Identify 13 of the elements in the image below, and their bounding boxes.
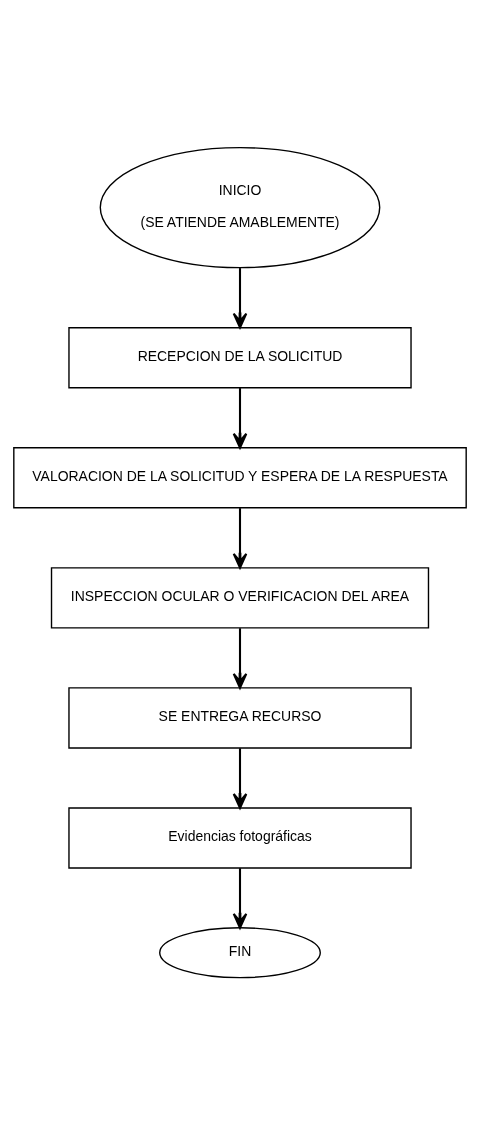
arrow bbox=[232, 268, 248, 329]
node-box: INSPECCION OCULAR O VERIFICACION DEL AREA bbox=[50, 567, 430, 629]
node-ellipse: INICIO (SE ATIENDE AMABLEMENTE) bbox=[99, 146, 381, 269]
arrow bbox=[232, 748, 248, 809]
arrow bbox=[232, 628, 248, 689]
node-box: SE ENTREGA RECURSO bbox=[68, 687, 412, 749]
arrow bbox=[232, 508, 248, 569]
node-box: RECEPCION DE LA SOLICITUD bbox=[68, 327, 412, 389]
node-box: Evidencias fotográficas bbox=[68, 807, 412, 869]
arrow bbox=[232, 388, 248, 449]
node-ellipse: FIN bbox=[159, 927, 321, 979]
node-box: VALORACION DE LA SOLICITUD Y ESPERA DE LA RESPUESTA bbox=[13, 447, 467, 509]
arrow bbox=[232, 868, 248, 929]
